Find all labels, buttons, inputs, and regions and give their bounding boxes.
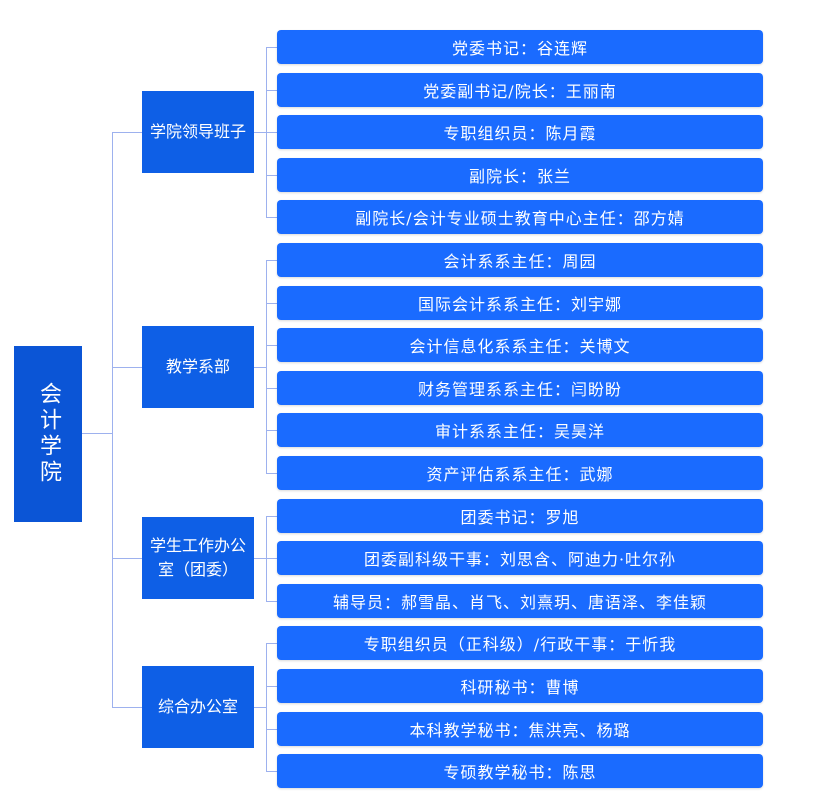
- leaf-connector: [266, 473, 277, 474]
- leaf-connector: [266, 217, 277, 218]
- leaf-connector: [266, 132, 277, 133]
- member-node: 专职组织员（正科级）/行政干事：于忻我: [277, 626, 763, 660]
- member-node: 党委副书记/院长：王丽南: [277, 73, 763, 107]
- department-node: 教学系部: [142, 326, 254, 408]
- leaf-connector: [266, 601, 277, 602]
- department-connector: [112, 558, 142, 559]
- member-node: 财务管理系系主任：闫盼盼: [277, 371, 763, 405]
- member-node: 审计系系主任：吴昊洋: [277, 413, 763, 447]
- member-node: 副院长/会计专业硕士教育中心主任：邵方婧: [277, 200, 763, 234]
- leaf-connector: [266, 558, 277, 559]
- department-node: 学生工作办公室（团委）: [142, 517, 254, 599]
- leaf-connector: [266, 771, 277, 772]
- department-connector: [112, 132, 142, 133]
- member-node: 党委书记：谷连辉: [277, 30, 763, 64]
- member-node: 团委书记：罗旭: [277, 499, 763, 533]
- branch-vertical-connector: [266, 260, 267, 474]
- member-node: 资产评估系系主任：武娜: [277, 456, 763, 490]
- leaf-connector: [266, 516, 277, 517]
- leaf-connector: [266, 260, 277, 261]
- department-connector: [112, 367, 142, 368]
- member-node: 专职组织员：陈月霞: [277, 115, 763, 149]
- member-node: 辅导员：郝雪晶、肖飞、刘熹玥、唐语泽、李佳颖: [277, 584, 763, 618]
- leaf-connector: [266, 686, 277, 687]
- member-node: 副院长：张兰: [277, 158, 763, 192]
- branch-connector: [254, 707, 266, 708]
- root-node: 会计学院: [14, 346, 82, 522]
- leaf-connector: [266, 729, 277, 730]
- department-node: 综合办公室: [142, 666, 254, 748]
- leaf-connector: [266, 90, 277, 91]
- member-node: 会计信息化系系主任：关博文: [277, 328, 763, 362]
- member-node: 国际会计系系主任：刘宇娜: [277, 286, 763, 320]
- leaf-connector: [266, 643, 277, 644]
- branch-connector: [254, 558, 266, 559]
- branch-connector: [254, 367, 266, 368]
- branch-vertical-connector: [266, 516, 267, 602]
- member-node: 会计系系主任：周园: [277, 243, 763, 277]
- trunk-connector: [112, 132, 113, 708]
- department-node: 学院领导班子: [142, 91, 254, 173]
- leaf-connector: [266, 175, 277, 176]
- leaf-connector: [266, 345, 277, 346]
- member-node: 团委副科级干事：刘思含、阿迪力·吐尔孙: [277, 541, 763, 575]
- member-node: 专硕教学秘书：陈思: [277, 754, 763, 788]
- department-connector: [112, 707, 142, 708]
- branch-vertical-connector: [266, 643, 267, 772]
- member-node: 本科教学秘书：焦洪亮、杨璐: [277, 712, 763, 746]
- root-connector: [82, 433, 112, 434]
- leaf-connector: [266, 303, 277, 304]
- branch-connector: [254, 132, 266, 133]
- leaf-connector: [266, 388, 277, 389]
- leaf-connector: [266, 47, 277, 48]
- leaf-connector: [266, 430, 277, 431]
- member-node: 科研秘书：曹博: [277, 669, 763, 703]
